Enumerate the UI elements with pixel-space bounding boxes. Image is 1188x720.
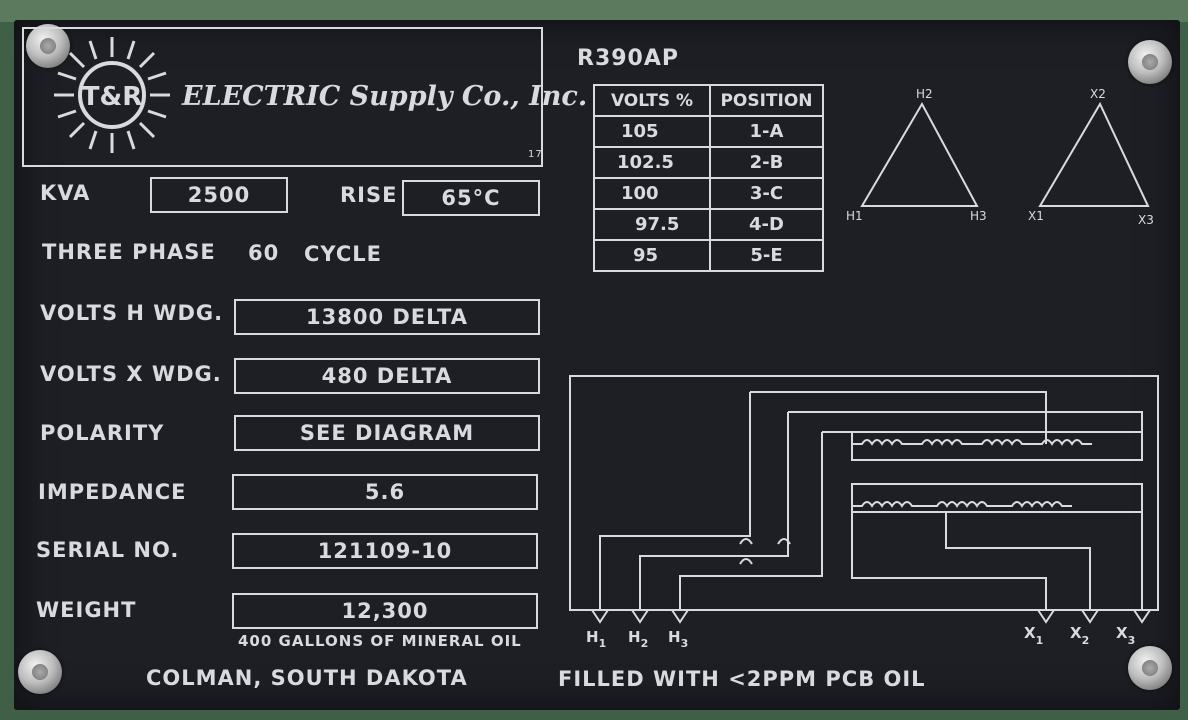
enclosure-frame [0,0,1188,22]
delta-x-left: X1 [1028,209,1044,223]
tap-volts: 95 [593,239,711,272]
screw-bottom-right [1128,646,1172,690]
phase-text: THREE PHASE [42,240,216,264]
tap-volts: 102.5 [593,146,711,179]
location-text: COLMAN, SOUTH DAKOTA [146,666,468,690]
delta-x-right: X3 [1138,213,1154,227]
company-name: ELECTRIC Supply Co., Inc. [182,81,588,112]
svg-text:X1: X1 [1024,624,1043,647]
tap-volts: 97.5 [593,208,711,241]
tap-volts: 100 [593,177,711,210]
polarity-value: SEE DIAGRAM [234,415,540,451]
terminal-x1-sub: 1 [1036,634,1044,647]
terminal-h2-sub: 2 [641,637,649,650]
table-row: 95 5-E [593,239,824,272]
table-row: 97.5 4-D [593,208,824,241]
delta-h-diagram: H2 H1 H3 [846,87,987,223]
wiring-diagram: H1 H2 H3 X1 X2 X3 [569,375,1159,650]
terminal-x3: X [1116,624,1128,642]
serial-label: SERIAL NO. [36,538,180,562]
logo-panel: T&R ELECTRIC Supply Co., Inc. 17 [22,27,587,167]
screw-top-left [26,24,70,68]
table-row: 100 3-C [593,177,824,210]
kva-value: 2500 [150,177,288,213]
tap-position: 3-C [709,177,824,210]
terminal-h2: H [628,628,641,646]
logo-mark: T&R [82,82,142,112]
volts-h-value: 13800 DELTA [234,299,540,335]
tap-volts: 105 [593,115,711,148]
oil-note: 400 GALLONS OF MINERAL OIL [238,632,522,650]
tap-position: 1-A [709,115,824,148]
terminal-x2: X [1070,624,1082,642]
rise-label: RISE [340,183,398,207]
svg-text:H3: H3 [668,628,688,650]
delta-h-left: H1 [846,209,863,223]
cycle-text: CYCLE [304,242,383,266]
model-number: R390AP [577,46,680,71]
header-position: POSITION [709,84,824,117]
terminal-h3: H [668,628,681,646]
svg-text:H1: H1 [586,628,606,650]
tap-position: 4-D [709,208,824,241]
terminal-x1: X [1024,624,1036,642]
svg-text:H2: H2 [628,628,648,650]
tap-position: 2-B [709,146,824,179]
tap-table-header: VOLTS % POSITION [593,84,824,117]
terminal-x2-sub: 2 [1082,634,1090,647]
tap-table: VOLTS % POSITION 105 1-A 102.5 2-B 100 3… [593,84,824,272]
header-volts: VOLTS % [593,84,711,117]
svg-text:X3: X3 [1116,624,1135,647]
terminal-h3-sub: 3 [681,637,689,650]
delta-x-diagram: X2 X1 X3 [1028,87,1154,227]
frequency-text: 60 [248,241,280,265]
volts-x-label: VOLTS X WDG. [40,362,222,386]
impedance-value: 5.6 [232,474,538,510]
rise-value: 65°C [402,180,540,216]
weight-label: WEIGHT [36,598,137,622]
tr-logo-icon: T&R [54,37,170,153]
table-row: 102.5 2-B [593,146,824,179]
screw-bottom-left [18,650,62,694]
tap-position: 5-E [709,239,824,272]
serial-value: 121109-10 [232,533,538,569]
impedance-label: IMPEDANCE [38,480,187,504]
screw-top-right [1128,40,1172,84]
logo-small-number: 17 [528,149,543,160]
polarity-label: POLARITY [40,421,165,445]
terminal-x3-sub: 3 [1128,634,1136,647]
volts-h-label: VOLTS H WDG. [40,301,224,325]
delta-h-right: H3 [970,209,987,223]
terminal-h1-sub: 1 [599,637,607,650]
volts-x-value: 480 DELTA [234,358,540,394]
svg-text:X2: X2 [1070,624,1089,647]
table-row: 105 1-A [593,115,824,148]
pcb-note: FILLED WITH <2PPM PCB OIL [558,667,926,691]
weight-value: 12,300 [232,593,538,629]
terminal-h1: H [586,628,599,646]
kva-label: KVA [40,181,91,205]
delta-h-top: H2 [916,87,933,101]
delta-x-top: X2 [1090,87,1106,101]
